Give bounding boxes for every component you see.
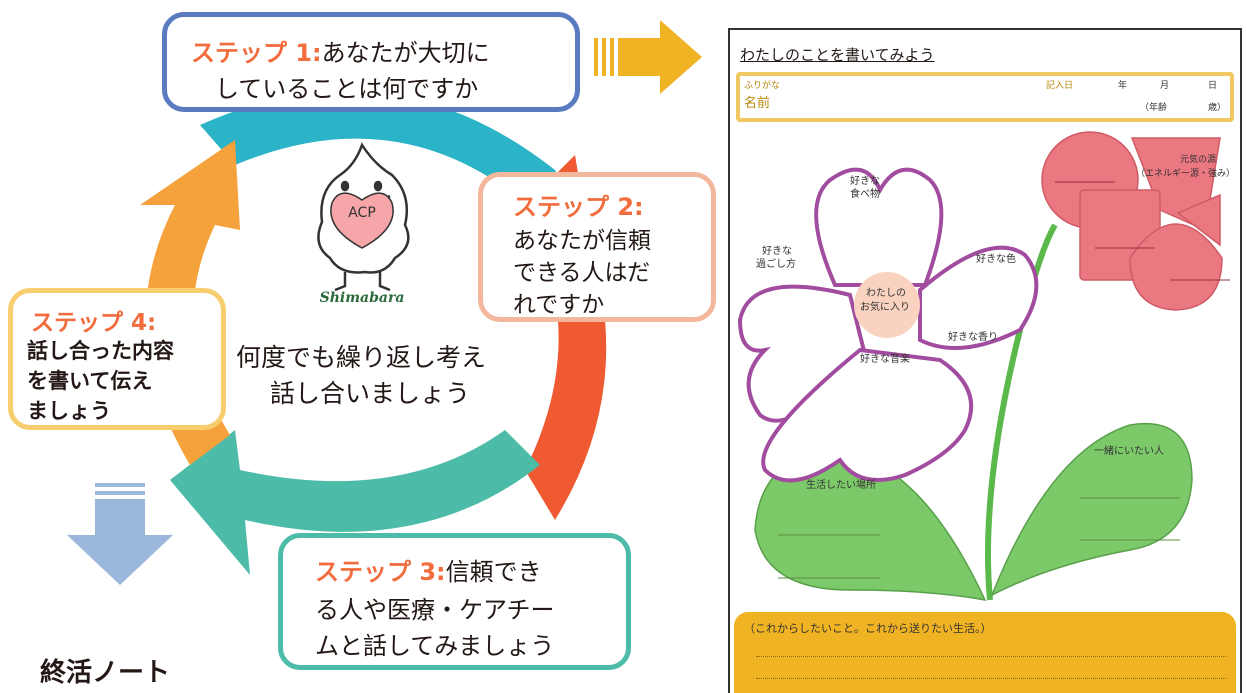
step-1-line-2: していることは何ですか — [215, 75, 479, 103]
flower-center-line-2: お気に入り — [860, 302, 910, 313]
step-4-line-2: を書いて伝え — [27, 369, 153, 393]
worksheet: わたしのことを書いてみよう ふりがな 名前 記入日 年 月 日 （年齢 歳） — [728, 28, 1242, 693]
acp-badge: ACP — [348, 205, 376, 221]
name-label: 名前 — [744, 96, 771, 111]
petal-pastime-line-2: 過ごし方 — [756, 259, 796, 270]
month-label: 月 — [1160, 81, 1170, 91]
energy-label-line-1: 元気の源 — [1180, 155, 1217, 165]
step-3-box: ステップ 3:信頼でき る人や医療・ケアチー ムと話してみましょう — [278, 533, 631, 670]
heart-icon — [330, 192, 394, 249]
worksheet-title: わたしのことを書いてみよう — [740, 46, 935, 64]
name-box: ふりがな 名前 記入日 年 月 日 （年齢 歳） — [736, 72, 1234, 122]
day-label: 日 — [1208, 81, 1218, 91]
leaf-left-label: 生活したい場所 — [806, 480, 876, 491]
step-4-line-1: 話し合った内容 — [27, 339, 174, 363]
worksheet-illustration — [737, 131, 1230, 601]
arrow-to-worksheet — [594, 20, 702, 94]
petal-color: 好きな色 — [976, 254, 1016, 265]
petal-food-line-2: 食べ物 — [850, 189, 880, 200]
petal-music: 好きな音楽 — [860, 354, 910, 365]
step-3-line-3: ムと話してみましょう — [315, 632, 555, 660]
step-3-line-1: 信頼でき — [445, 558, 542, 586]
cyan-arc — [200, 91, 575, 205]
furigana-label: ふりがな — [744, 81, 781, 91]
step-2-label: ステップ 2: — [513, 193, 644, 221]
flower-center-line-1: わたしの — [866, 288, 906, 299]
energy-label-line-2: （エネルギー源・強み） — [1136, 169, 1236, 179]
step-1-label: ステップ 1: — [191, 39, 322, 67]
flower-center — [854, 272, 920, 338]
step-1-line-1: あなたが大切に — [321, 39, 490, 67]
leaf-right — [990, 423, 1193, 597]
entry-date-label: 記入日 — [1046, 81, 1074, 91]
energy-shapes — [1041, 131, 1223, 311]
step-3-label: ステップ 3: — [315, 558, 446, 586]
step-2-line-1: あなたが信頼 — [513, 228, 651, 254]
petal-food-line-1: 好きな — [850, 176, 880, 187]
step-4-line-3: ましょう — [27, 399, 111, 423]
leaf-right-label: 一緒にいたい人 — [1094, 446, 1164, 457]
age-unit-label: 歳） — [1208, 103, 1227, 113]
step-3-line-2: る人や医療・ケアチー — [315, 596, 555, 624]
step-4-label: ステップ 4: — [31, 310, 157, 336]
petal-scent: 好きな香り — [948, 332, 998, 343]
flower — [737, 167, 1039, 483]
step-2-line-3: れですか — [513, 292, 605, 318]
mascot-wordmark: Shimabara — [320, 290, 405, 306]
future-box: （これからしたいこと。これから送りたい生活。） — [734, 612, 1236, 693]
age-label: （年齢 — [1140, 103, 1168, 113]
step-2-box: ステップ 2: あなたが信頼 できる人はだ れですか — [478, 172, 716, 322]
future-label: （これからしたいこと。これから送りたい生活。） — [744, 622, 992, 635]
step-1-box: ステップ 1:あなたが大切に していることは何ですか — [162, 12, 580, 112]
step-4-box: ステップ 4: 話し合った内容 を書いて伝え ましょう — [8, 288, 226, 430]
petal-pastime-line-1: 好きな — [762, 246, 792, 257]
step-2-line-2: できる人はだ — [513, 260, 651, 286]
center-line-2: 話し合いましょう — [270, 379, 471, 408]
year-label: 年 — [1118, 81, 1128, 91]
center-line-1: 何度でも繰り返し考え — [236, 343, 487, 372]
leaf-left — [754, 449, 987, 601]
down-arrow — [67, 483, 173, 585]
bottom-label: 終活ノート — [40, 658, 171, 688]
teal-arc — [170, 430, 540, 575]
